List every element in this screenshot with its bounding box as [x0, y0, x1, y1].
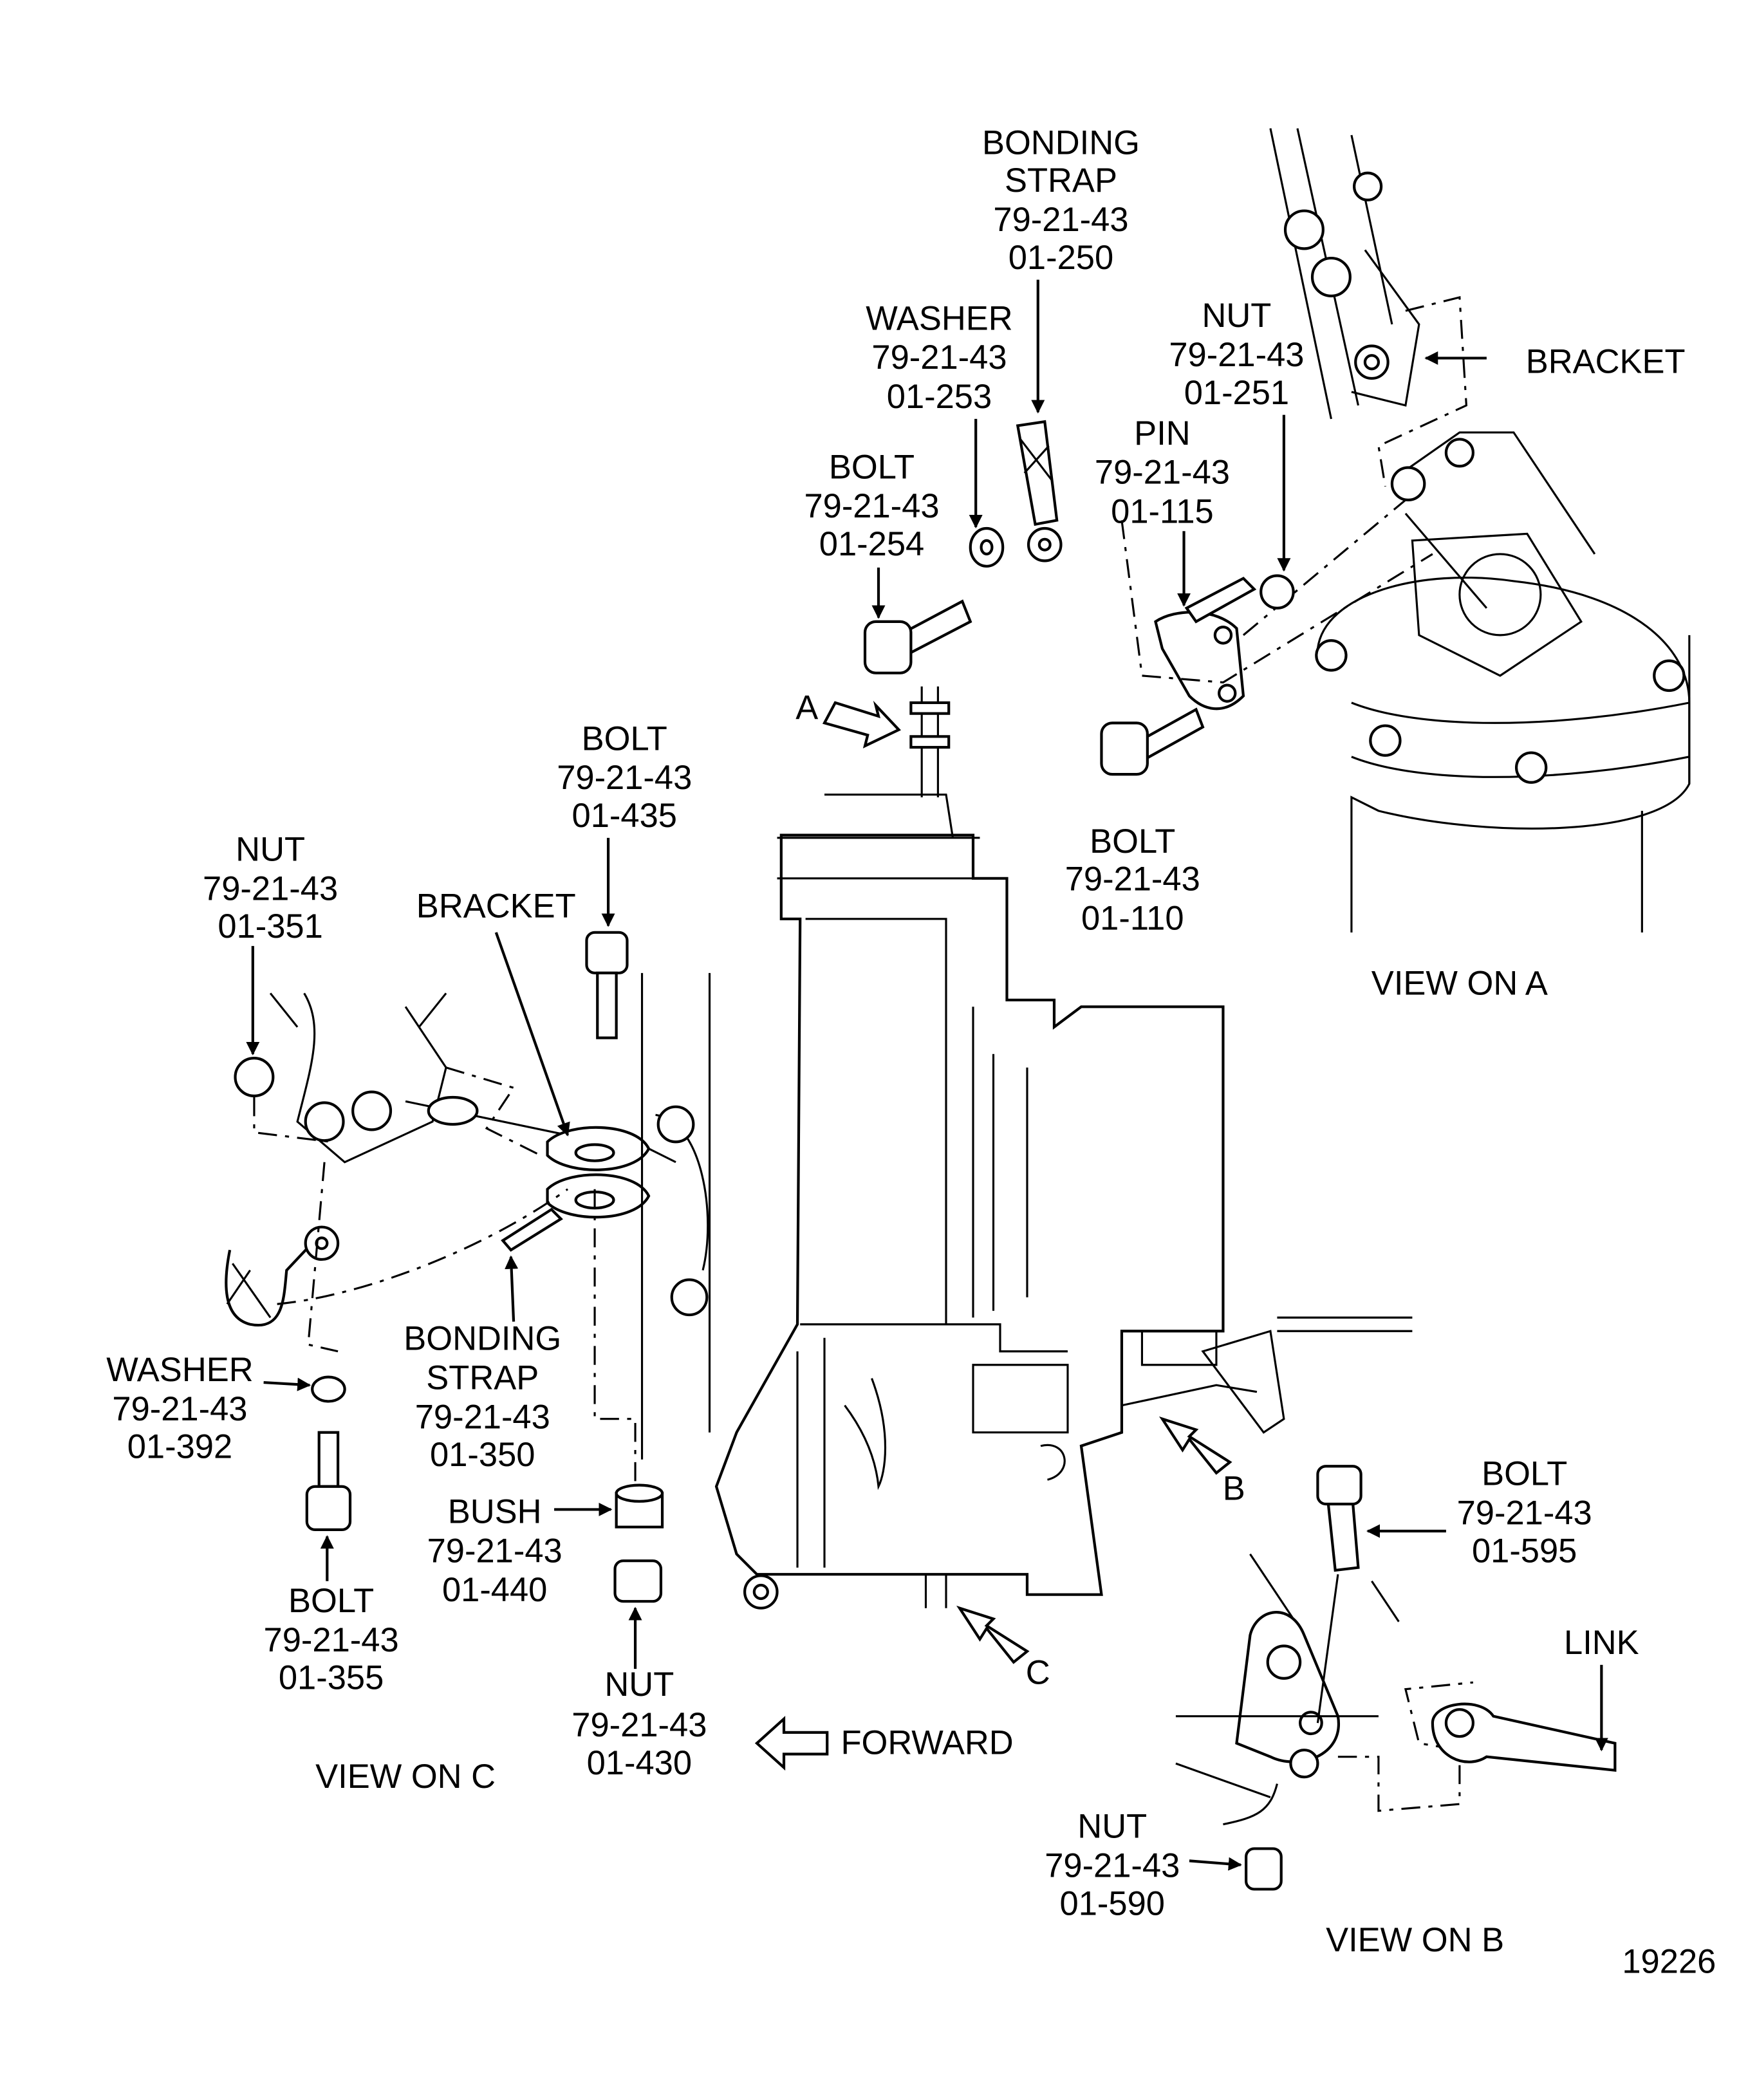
callout-bush-01-440: BUSH 79-21-43 01-440 [427, 1492, 562, 1609]
view-marker-b-label: B [1223, 1470, 1245, 1508]
callout-link: LINK [1564, 1624, 1639, 1662]
callout-item: 01-254 [819, 525, 924, 563]
callout-name: WASHER [866, 299, 1012, 337]
callout-item: 01-430 [587, 1744, 692, 1782]
callout-group: 79-21-43 [427, 1532, 562, 1570]
callout-item: 01-440 [442, 1571, 547, 1609]
callout-item: 01-253 [887, 378, 992, 416]
callout-group: 79-21-43 [203, 869, 338, 907]
callout-name: PIN [1134, 414, 1191, 452]
callout-nut-01-430: NUT 79-21-43 01-430 [572, 1666, 707, 1782]
callout-item: 01-392 [127, 1428, 232, 1466]
callout-name: BUSH [448, 1492, 542, 1530]
callout-name: BONDING [404, 1320, 561, 1358]
callout-name: BONDING [982, 124, 1140, 162]
callout-item: 01-435 [572, 797, 677, 835]
callout-item: 01-110 [1081, 900, 1184, 938]
callout-item: 01-115 [1111, 493, 1214, 531]
callout-nut-01-251: NUT 79-21-43 01-251 [1169, 297, 1304, 412]
callout-item: 01-595 [1472, 1532, 1577, 1570]
callout-bolt-01-435: BOLT 79-21-43 01-435 [557, 720, 692, 835]
callout-name: BOLT [288, 1582, 374, 1620]
callout-group: 79-21-43 [557, 759, 692, 797]
view-marker-c-label: C [1026, 1653, 1050, 1691]
figure-number: 19226 [1622, 1943, 1716, 1981]
view-marker-a: A [795, 689, 901, 748]
callout-washer-01-253: WASHER 79-21-43 01-253 [866, 299, 1012, 416]
view-marker-a-label: A [795, 689, 818, 727]
forward-label: FORWARD [841, 1724, 1013, 1761]
callout-item: 01-251 [1184, 374, 1289, 412]
callout-bolt-01-110: BOLT 79-21-43 01-110 [1065, 822, 1200, 938]
callout-bolt-01-595: BOLT 79-21-43 01-595 [1457, 1455, 1592, 1570]
callout-bolt-01-254: BOLT 79-21-43 01-254 [804, 448, 939, 563]
view-c-art [225, 931, 711, 1603]
callout-name: STRAP [1005, 162, 1117, 200]
callout-group: 79-21-43 [1095, 454, 1230, 492]
view-marker-c: C [956, 1605, 1050, 1691]
callout-washer-01-392: WASHER 79-21-43 01-392 [106, 1351, 253, 1466]
view-a-art [863, 128, 1691, 933]
callout-name: WASHER [106, 1351, 253, 1389]
callout-item: 01-590 [1060, 1884, 1165, 1922]
callout-bonding-strap-01-350: BONDING STRAP 79-21-43 01-350 [404, 1320, 561, 1474]
view-title-c: VIEW ON C [315, 1758, 496, 1796]
callout-item: 01-250 [1009, 239, 1113, 277]
callout-bonding-strap-01-250: BONDING STRAP 79-21-43 01-250 [982, 124, 1140, 276]
callout-name: BOLT [1482, 1455, 1567, 1493]
callout-pin-01-115: PIN 79-21-43 01-115 [1095, 414, 1230, 531]
callout-item: 01-351 [218, 907, 322, 945]
callout-name: NUT [1077, 1808, 1147, 1846]
callout-name: NUT [1202, 297, 1271, 335]
view-marker-b: B [1158, 1416, 1245, 1508]
callout-name: BOLT [1090, 822, 1175, 860]
callout-group: 79-21-43 [112, 1390, 247, 1428]
callout-group: 79-21-43 [993, 201, 1128, 239]
view-title-b: VIEW ON B [1326, 1921, 1504, 1959]
view-b-art [1175, 1465, 1617, 1891]
callout-group: 79-21-43 [1457, 1494, 1592, 1532]
callout-group: 79-21-43 [804, 487, 939, 525]
forward-indicator: FORWARD [754, 1716, 1014, 1771]
callout-group: 79-21-43 [572, 1706, 707, 1744]
callout-group: 79-21-43 [1045, 1847, 1180, 1885]
callout-nut-01-351: NUT 79-21-43 01-351 [203, 831, 338, 946]
callout-nut-01-590: NUT 79-21-43 01-590 [1045, 1808, 1180, 1923]
callout-group: 79-21-43 [1065, 860, 1200, 898]
callout-bracket-view-c: BRACKET [416, 887, 576, 925]
gearbox-body [714, 686, 1413, 1610]
callout-item: 01-355 [279, 1659, 384, 1697]
callout-group: 79-21-43 [871, 339, 1007, 376]
callout-name: BOLT [582, 720, 667, 757]
leader-lines [246, 279, 1608, 1871]
callout-group: 79-21-43 [264, 1621, 399, 1659]
callout-name: BOLT [829, 448, 915, 486]
callout-bracket-view-a: BRACKET [1526, 343, 1686, 381]
callout-group: 79-21-43 [1169, 336, 1304, 374]
callout-item: 01-350 [430, 1436, 535, 1474]
callout-bolt-01-355: BOLT 79-21-43 01-355 [264, 1582, 399, 1697]
callout-name: NUT [236, 831, 305, 869]
callout-name: NUT [604, 1666, 674, 1704]
callout-name: STRAP [426, 1359, 539, 1397]
view-title-a: VIEW ON A [1371, 964, 1548, 1002]
callout-group: 79-21-43 [415, 1398, 550, 1436]
